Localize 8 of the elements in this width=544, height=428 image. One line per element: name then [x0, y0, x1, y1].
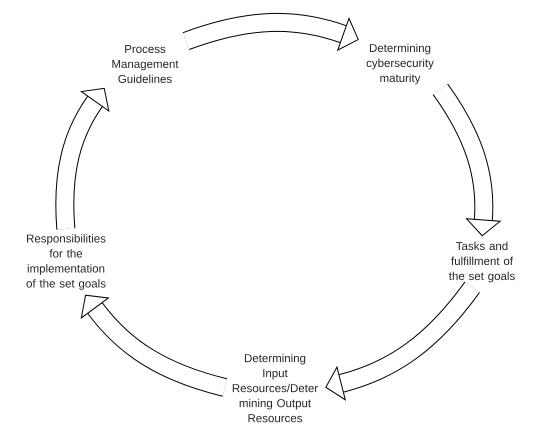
step-label: Determining cybersecurity maturity — [366, 44, 434, 84]
step-label: Determining Input Resources/Deter mining Output Resources — [232, 354, 318, 422]
step-label: Process Management Guidelines — [112, 45, 178, 83]
block-arrow — [80, 294, 228, 397]
step-label: Tasks and fulfillment of the set goals — [448, 242, 515, 282]
step-label: Responsibilities for the implementation of the set goals — [26, 234, 106, 290]
block-arrow — [432, 84, 502, 236]
block-arrow — [325, 281, 480, 401]
